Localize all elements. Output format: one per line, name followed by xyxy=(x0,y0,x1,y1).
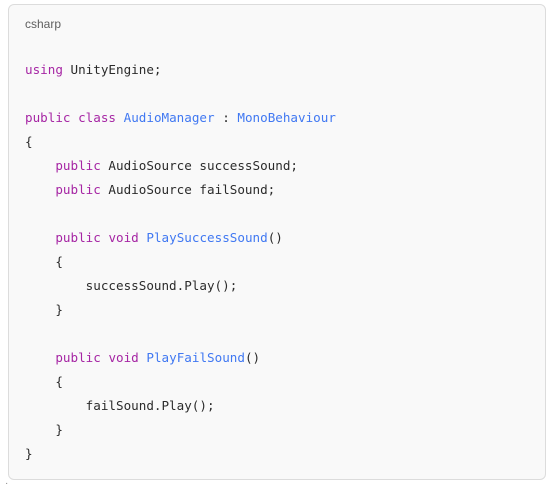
code-text: } xyxy=(25,446,33,461)
code-keyword: using xyxy=(25,62,63,77)
code-text xyxy=(25,182,55,197)
code-line: { xyxy=(25,130,336,154)
code-text: { xyxy=(25,254,63,269)
code-line: { xyxy=(25,370,336,394)
code-line: failSound.Play(); xyxy=(25,394,336,418)
code-text: () xyxy=(267,230,283,245)
code-text: : xyxy=(214,110,238,125)
code-language-label: csharp xyxy=(25,17,62,31)
code-keyword: class xyxy=(78,110,117,125)
code-text: () xyxy=(244,350,261,365)
code-text: { xyxy=(25,134,33,149)
code-line: } xyxy=(25,418,336,442)
code-text: AudioSource failSound; xyxy=(100,182,276,197)
code-text xyxy=(25,230,55,245)
code-keyword: void xyxy=(108,350,139,365)
code-keyword: public xyxy=(55,182,101,197)
code-type-name: MonoBehaviour xyxy=(237,110,336,125)
code-line: successSound.Play(); xyxy=(25,274,336,298)
code-type-name: AudioManager xyxy=(123,110,215,125)
code-type-name: PlayFailSound xyxy=(146,350,245,365)
code-line: public AudioSource successSound; xyxy=(25,154,336,178)
code-line: using UnityEngine; xyxy=(25,58,336,82)
code-line: public void PlayFailSound() xyxy=(25,346,336,370)
code-text xyxy=(25,350,55,365)
code-text: failSound.Play(); xyxy=(25,398,215,413)
code-line: { xyxy=(25,250,336,274)
code-line: ​ xyxy=(25,202,336,226)
code-text: successSound.Play(); xyxy=(25,278,238,293)
code-line: public AudioSource failSound; xyxy=(25,178,336,202)
code-line: } xyxy=(25,298,336,322)
code-keyword: public xyxy=(55,230,101,245)
code-text: } xyxy=(25,302,63,317)
code-content[interactable]: using UnityEngine;​public class AudioMan… xyxy=(25,58,336,466)
code-line: ​ xyxy=(25,322,336,346)
code-keyword: public xyxy=(55,350,101,365)
code-line: ​ xyxy=(25,82,336,106)
code-keyword: public xyxy=(55,158,101,173)
code-text: UnityEngine; xyxy=(62,62,162,77)
code-text xyxy=(116,110,124,125)
code-text xyxy=(71,110,79,125)
code-line: } xyxy=(25,442,336,466)
code-line: public class AudioManager : MonoBehaviou… xyxy=(25,106,336,130)
code-text: } xyxy=(25,422,63,437)
code-text: { xyxy=(25,374,63,389)
code-type-name: PlaySuccessSound xyxy=(146,230,268,245)
code-block: csharp using UnityEngine;​public class A… xyxy=(8,4,546,480)
code-keyword: public xyxy=(25,110,71,125)
code-text: AudioSource successSound; xyxy=(100,158,298,173)
code-keyword: void xyxy=(108,230,139,245)
code-line: public void PlaySuccessSound() xyxy=(25,226,336,250)
code-text xyxy=(25,158,55,173)
